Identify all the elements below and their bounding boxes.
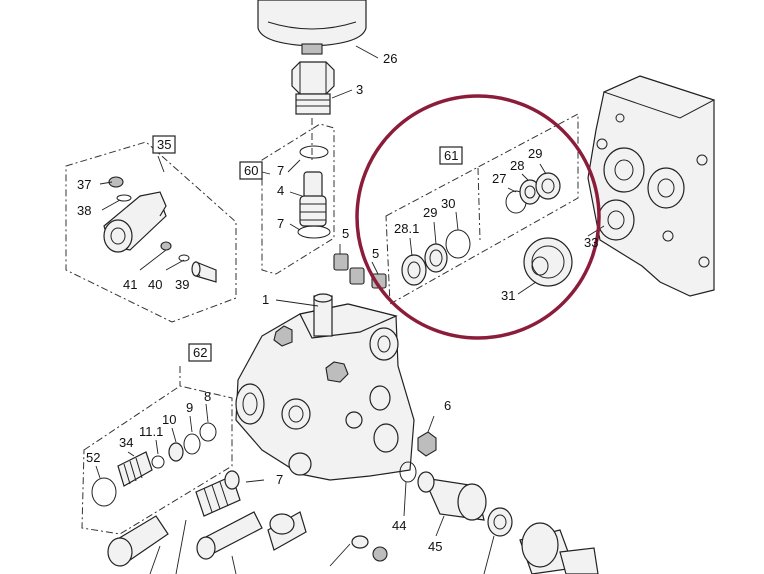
pump-manifold-body xyxy=(235,293,415,481)
group-label-62-text: 62 xyxy=(193,345,207,360)
group-35-outline xyxy=(65,141,237,323)
callout-11-1: 11.1 xyxy=(139,424,163,439)
seal-kit-61 xyxy=(401,163,573,295)
callout-45: 45 xyxy=(428,539,442,554)
callout-28-1: 28.1 xyxy=(394,221,419,236)
relief-valve-kit-62 xyxy=(91,403,217,507)
callout-41: 41 xyxy=(123,277,137,292)
callout-28: 28 xyxy=(510,158,524,173)
callout-29-left: 29 xyxy=(423,205,437,220)
callout-39: 39 xyxy=(175,277,189,292)
callout-8: 8 xyxy=(204,389,211,404)
callout-3: 3 xyxy=(356,82,363,97)
callout-4: 4 xyxy=(277,183,284,198)
callout-10: 10 xyxy=(162,412,176,427)
callout-52: 52 xyxy=(86,450,100,465)
group-60-outline xyxy=(261,118,335,275)
callout-26: 26 xyxy=(383,51,397,66)
group-label-35: 35 xyxy=(152,135,176,154)
group-label-61-text: 61 xyxy=(444,148,458,163)
callout-1: 1 xyxy=(262,292,269,307)
callout-37: 37 xyxy=(77,177,91,192)
callout-40: 40 xyxy=(148,277,162,292)
check-valve-assembly xyxy=(261,145,331,239)
callout-6: 6 xyxy=(444,398,451,413)
callout-5-left: 5 xyxy=(342,226,349,241)
callout-30: 30 xyxy=(441,196,455,211)
group-label-62: 62 xyxy=(188,343,212,362)
callout-29-right: 29 xyxy=(528,146,542,161)
callout-34: 34 xyxy=(119,435,133,450)
group-label-61: 61 xyxy=(439,146,463,165)
pressure-gauge xyxy=(257,0,379,59)
callout-7-cartridge: 7 xyxy=(276,472,283,487)
gauge-fitting xyxy=(291,61,353,115)
callout-9: 9 xyxy=(186,400,193,415)
callout-7-upper: 7 xyxy=(277,163,284,178)
unloader-cartridge xyxy=(107,470,307,574)
callout-27: 27 xyxy=(492,171,506,186)
group-label-60-text: 60 xyxy=(244,163,258,178)
pump-head-housing xyxy=(587,75,716,297)
callout-33: 33 xyxy=(584,235,598,250)
callout-7-lower: 7 xyxy=(277,216,284,231)
callout-5-right: 5 xyxy=(372,246,379,261)
callout-38: 38 xyxy=(77,203,91,218)
group-61-outline xyxy=(385,113,579,305)
outlet-fittings xyxy=(329,415,599,574)
highlight-circle xyxy=(355,94,601,340)
unloader-assembly xyxy=(99,155,217,283)
callout-44: 44 xyxy=(392,518,406,533)
callout-31: 31 xyxy=(501,288,515,303)
group-62-outline xyxy=(81,366,233,535)
group-label-35-text: 35 xyxy=(157,137,171,152)
group-label-60: 60 xyxy=(239,161,263,180)
